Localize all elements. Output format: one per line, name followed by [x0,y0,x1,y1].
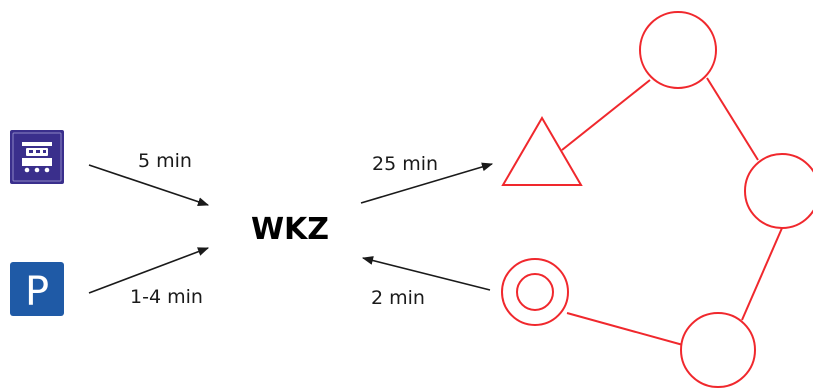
label-train-time: 5 min [138,150,192,172]
arrow-parking-to-center [88,247,210,294]
train-station-icon [10,130,64,184]
label-to-route-time: 25 min [372,153,438,175]
route-edge [741,227,783,321]
arrow-route-to-center [361,256,491,291]
route-edge [706,77,759,161]
route-start-triangle [501,116,583,186]
route-network [501,11,813,388]
label-from-route-time: 2 min [371,287,425,309]
parking-glyph: P [25,269,49,315]
route-end-inner-ring [516,273,554,311]
route-node [680,312,756,388]
center-label: WKZ [251,212,329,247]
route-edge [561,79,651,151]
route-node [639,11,717,89]
route-edge [566,312,684,346]
parking-icon: P [10,262,64,316]
route-node [744,153,813,229]
label-parking-time: 1-4 min [130,286,203,308]
arrow-center-to-route [360,162,494,204]
arrow-train-to-center [88,164,210,207]
